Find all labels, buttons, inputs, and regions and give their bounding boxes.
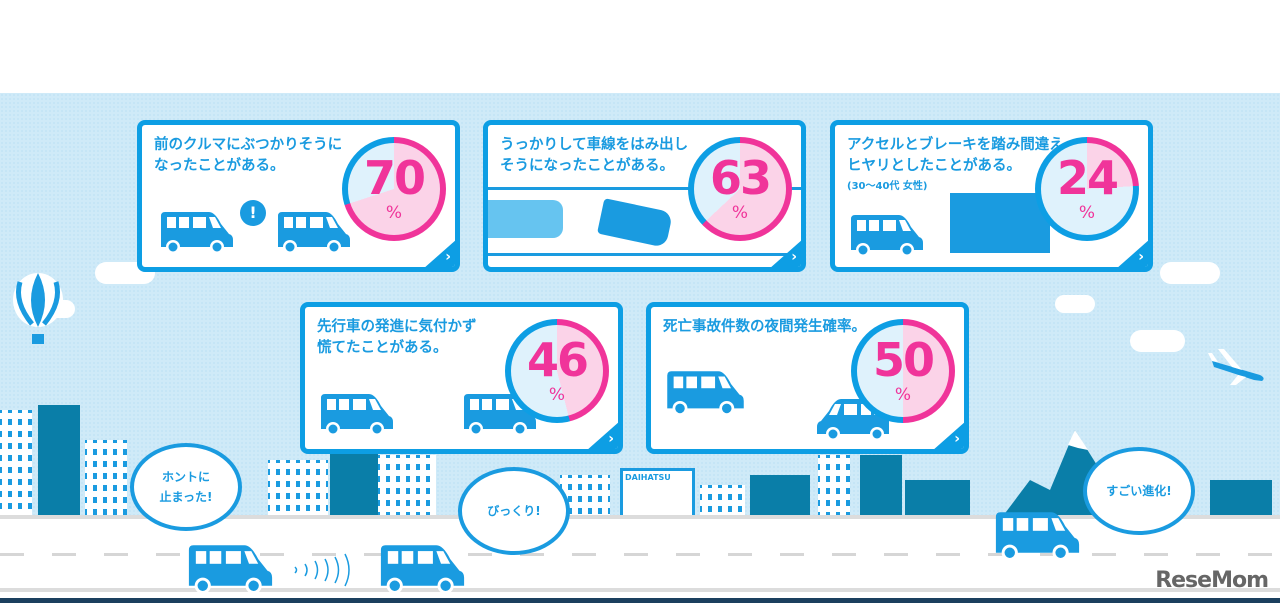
store-sign: DAIHATSU [625,473,671,482]
percent-unit: % [731,203,749,223]
car-icon [317,392,397,437]
card-corner [423,239,455,267]
road-edge [0,515,1280,519]
speech-bubble: すごい進化! [1083,447,1195,535]
bottom-bar [0,598,1280,603]
car-icon [663,369,748,417]
car-icon [847,213,927,258]
card-corner [932,421,964,449]
stat-card-lane-departure[interactable]: うっかりして車線をはみ出し そうになったことがある。 63% › [483,120,806,272]
chevron-right-icon[interactable]: › [445,249,451,265]
percent-unit: % [894,385,912,405]
car-icon [157,210,237,255]
car-top-view [597,198,673,248]
percent-value: 63 [709,151,772,205]
card-text: 前のクルマにぶつかりそうに なったことがある。 [154,137,343,174]
percent-pie: 46% [505,319,609,423]
sensor-waves-icon [294,553,350,587]
card-note: (30〜40代 女性) [847,181,928,192]
lane-line [488,253,801,256]
percent-pie: 70% [342,137,446,241]
card-corner [586,421,618,449]
card-text: うっかりして車線をはみ出し そうになったことがある。 [500,137,689,174]
chevron-right-icon[interactable]: › [608,431,614,447]
car-icon [183,543,278,595]
percent-value: 70 [363,151,426,205]
road-edge [0,588,1280,592]
exclamation-bubble-icon: ! [240,200,266,226]
card-text: 先行車の発進に気付かず 慌てたことがある。 [317,319,477,356]
car-icon [274,210,354,255]
car-icon [990,510,1085,562]
chevron-right-icon[interactable]: › [954,431,960,447]
percent-value: 24 [1056,151,1119,205]
daihatsu-store: DAIHATSU [620,468,695,518]
percent-unit: % [385,203,403,223]
speech-bubble: びっくり! [458,467,570,555]
percent-value: 46 [526,333,589,387]
percent-unit: % [1078,203,1096,223]
speech-bubble: ホントに 止まった! [130,443,242,531]
percent-pie: 24% [1035,137,1139,241]
percent-pie: 63% [688,137,792,241]
percent-pie: 50% [851,319,955,423]
stat-card-front-collision[interactable]: 前のクルマにぶつかりそうに なったことがある。 70% ! › [137,120,460,272]
car-icon [375,543,470,595]
resemom-watermark: ReseMom [1155,568,1269,593]
stat-card-night-accidents[interactable]: 死亡事故件数の夜間発生確率。 50% › [646,302,969,454]
hot-air-balloon-icon [13,273,63,344]
card-text: アクセルとブレーキを踏み間違え ヒヤリとしたことがある。 [847,137,1064,174]
lane-line [488,187,801,190]
card-text: 死亡事故件数の夜間発生確率。 [663,319,866,335]
percent-value: 50 [872,333,935,387]
car-top-view [488,200,563,238]
cloud [1130,330,1185,352]
lane-dash [0,553,1280,556]
airplane-icon [1208,349,1264,385]
percent-unit: % [548,385,566,405]
store-building [950,193,1050,253]
card-corner [1116,239,1148,267]
stat-card-pedal-mistake[interactable]: アクセルとブレーキを踏み間違え ヒヤリとしたことがある。 (30〜40代 女性)… [830,120,1153,272]
cloud [1160,262,1220,284]
chevron-right-icon[interactable]: › [1138,249,1144,265]
chevron-right-icon[interactable]: › [791,249,797,265]
stat-card-start-unnoticed[interactable]: 先行車の発進に気付かず 慌てたことがある。 46% › [300,302,623,454]
cloud [1055,295,1095,313]
